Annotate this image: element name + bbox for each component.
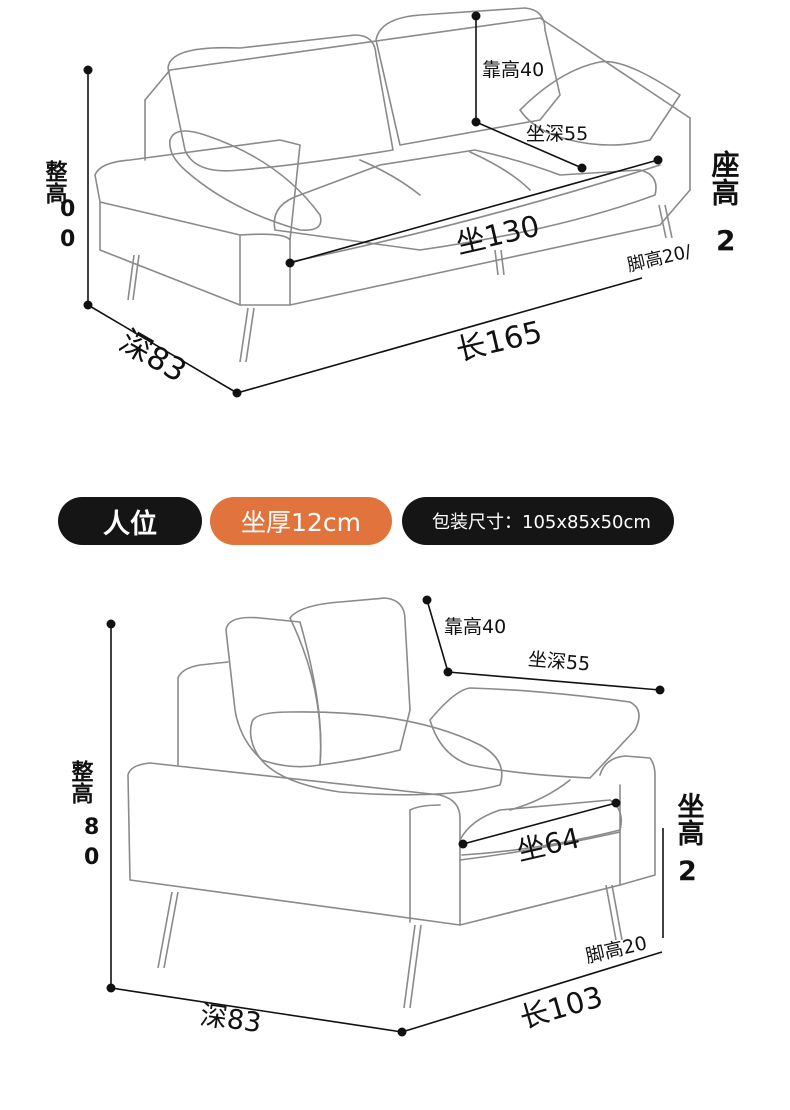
total-height-label: 整高 [42,159,68,204]
sofa-outline [127,597,656,1009]
dimension-lines [106,595,665,1037]
seat-height-label: 座高 [708,149,741,206]
dimension-labels: 靠高40 坐深55 坐64 脚高20 长103 深83 整高 8 0 坐高 2 [68,616,705,1039]
depth-label: 深83 [198,1000,263,1039]
total-height-label: 整高 [68,759,94,804]
back-height-label: 靠高40 [482,59,544,81]
total-height-digit-2: 0 [60,227,75,252]
total-height-digit-2: 0 [84,845,99,870]
three-seat-sofa-drawing: 靠高40 坐深55 坐130 脚高20/ 长165 深83 整高 0 0 座高 … [42,7,741,398]
back-height-label: 靠高40 [444,616,506,638]
total-height-digit-1: 0 [60,197,75,222]
cushion-thickness-tag: 坐厚12cm [210,497,392,545]
seat-height-value: 2 [678,856,697,887]
three-seat-sofa-diagram: 靠高40 坐深55 坐130 脚高20/ 长165 深83 整高 0 0 座高 … [0,0,790,470]
single-seat-sofa-diagram: 靠高40 坐深55 坐64 脚高20 长103 深83 整高 8 0 坐高 2 [0,560,790,1110]
seat-depth-label: 坐深55 [527,648,591,675]
dimension-lines [83,11,663,398]
total-height-digit-1: 8 [84,815,99,840]
seat-height-value: 2 [716,224,735,257]
tag-row: 人位 坐厚12cm 包装尺寸：105x85x50cm [0,497,790,547]
package-size-tag: 包装尺寸：105x85x50cm [402,497,674,545]
sofa-outline [94,7,691,363]
seat-height-label: 坐高 [673,792,705,846]
seat-count-tag: 人位 [58,497,202,545]
leg-height-label: 脚高20/ [625,241,694,276]
seat-depth-label: 坐深55 [526,123,588,145]
single-seat-sofa-drawing: 靠高40 坐深55 坐64 脚高20 长103 深83 整高 8 0 坐高 2 [68,595,705,1039]
length-label: 长103 [516,979,606,1035]
length-label: 长165 [453,315,546,369]
depth-label: 深83 [113,323,192,389]
